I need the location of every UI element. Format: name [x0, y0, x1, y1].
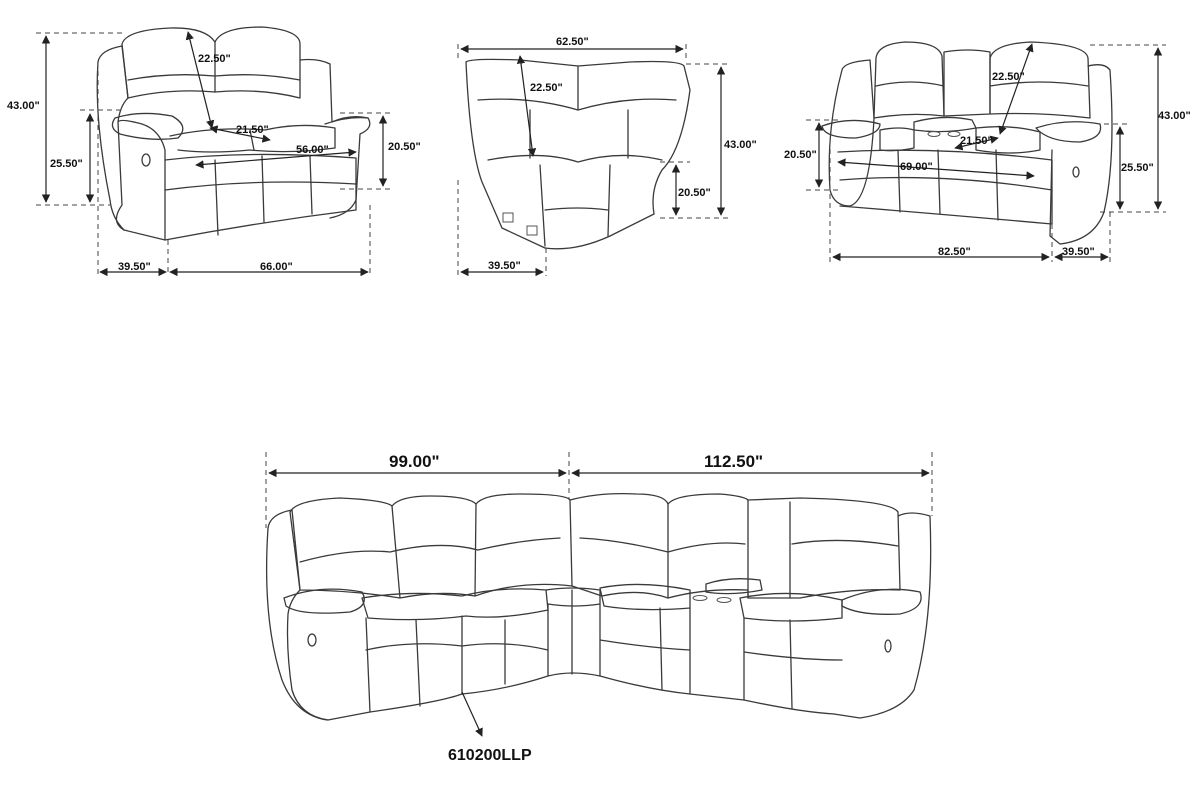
sectional-drawing: 99.00" 112.50" 610200LLP — [265, 452, 933, 764]
console-seat-width-label: 69.00" — [900, 161, 933, 173]
console-arm-height-label: 20.50" — [784, 149, 817, 161]
model-number-label: 610200LLP — [448, 747, 532, 764]
loveseat-arm-height-label: 20.50" — [388, 141, 421, 153]
sectional-right-width-label: 112.50" — [704, 452, 763, 471]
wedge-width-label: 62.50" — [556, 36, 589, 48]
loveseat-depth-label: 39.50" — [118, 261, 151, 273]
console-seat-depth-label: 21.50" — [960, 135, 993, 147]
wedge-depth-label: 39.50" — [488, 260, 521, 272]
loveseat-width-label: 66.00" — [260, 261, 293, 273]
console-height-label: 43.00" — [1158, 110, 1191, 122]
loveseat-seat-height-label: 25.50" — [50, 158, 83, 170]
sectional-left-width-label: 99.00" — [389, 452, 440, 471]
loveseat-drawing: 43.00" 25.50" 22.50" 21.50" 56.00" 20.50… — [7, 26, 421, 277]
loveseat-seat-width-label: 56.00" — [296, 144, 329, 156]
loveseat-height-label: 43.00" — [7, 100, 40, 112]
console-width-label: 82.50" — [938, 246, 971, 258]
wedge-back-depth-label: 22.50" — [530, 82, 563, 94]
loveseat-seat-depth-label: 21.50" — [236, 124, 269, 136]
wedge-drawing: 62.50" 22.50" 43.00" 20.50" 39.50" — [457, 36, 757, 277]
wedge-height-label: 43.00" — [724, 139, 757, 151]
console-back-depth-label: 22.50" — [992, 71, 1025, 83]
console-loveseat-drawing: 22.50" 43.00" 20.50" 21.50" 69.00" 25.50… — [784, 41, 1191, 262]
console-depth-label: 39.50" — [1062, 246, 1095, 258]
console-seat-height-label: 25.50" — [1121, 162, 1154, 174]
wedge-arm-height-label: 20.50" — [678, 187, 711, 199]
loveseat-back-depth-label: 22.50" — [198, 53, 231, 65]
